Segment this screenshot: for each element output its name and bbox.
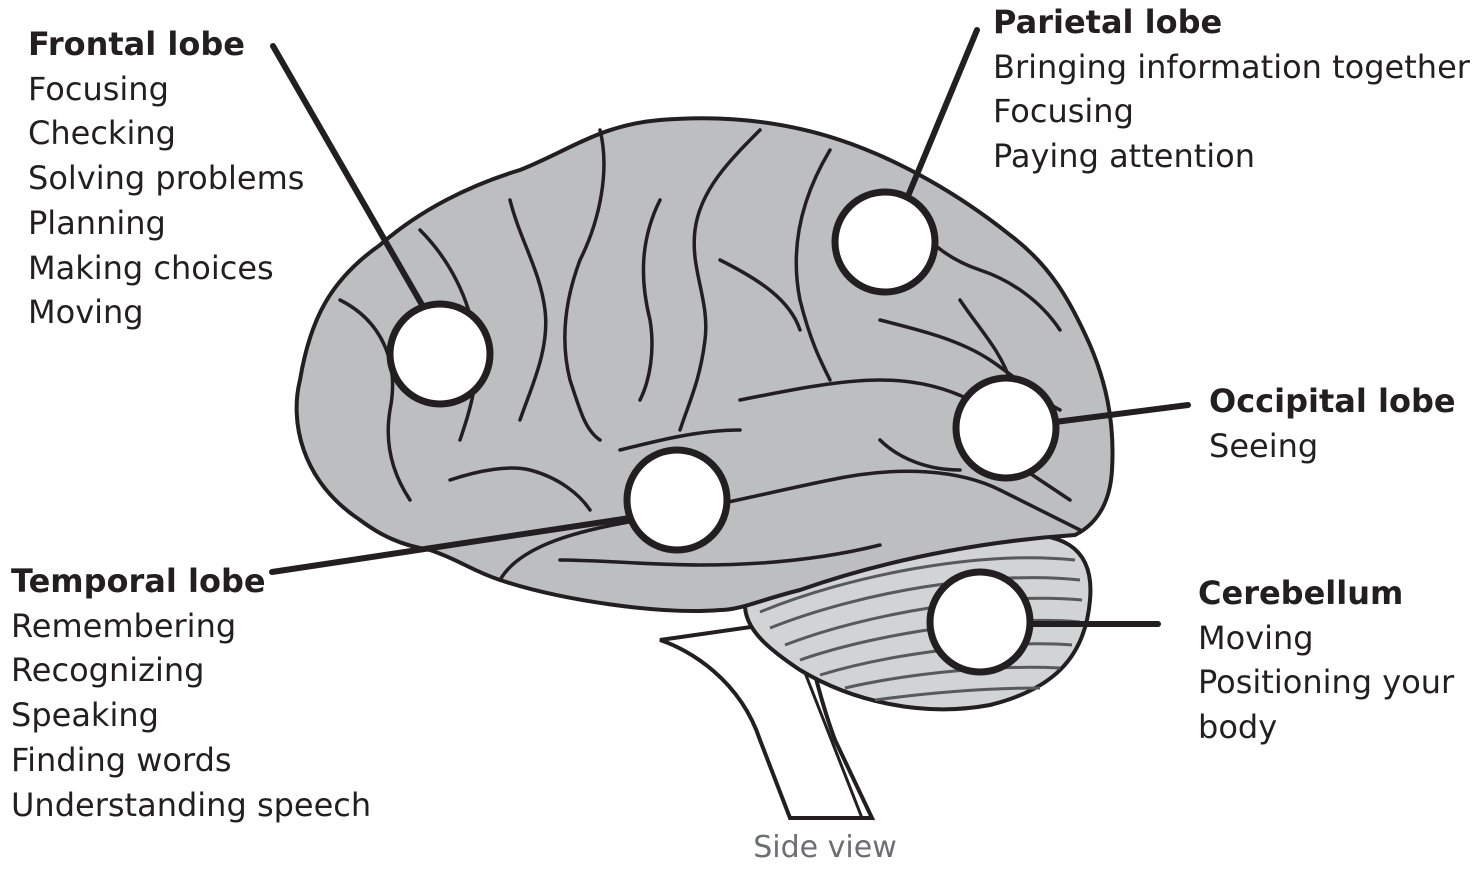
temporal-function: Remembering	[11, 604, 371, 649]
cerebellum-callout-circle	[930, 572, 1030, 672]
cerebellum-function: Moving	[1198, 616, 1454, 661]
occipital-lobe-label: Occipital lobe Seeing	[1209, 379, 1456, 468]
frontal-lobe-label: Frontal lobe Focusing Checking Solving p…	[28, 22, 304, 335]
parietal-callout-circle	[835, 192, 935, 292]
parietal-lobe-label: Parietal lobe Bringing information toget…	[993, 0, 1470, 179]
temporal-function: Finding words	[11, 738, 371, 783]
parietal-function: Paying attention	[993, 134, 1470, 179]
occipital-function: Seeing	[1209, 424, 1456, 469]
frontal-function: Checking	[28, 111, 304, 156]
diagram-caption: Side view	[0, 830, 1481, 865]
temporal-function: Understanding speech	[11, 783, 371, 828]
occipital-lobe-title: Occipital lobe	[1209, 379, 1456, 424]
cerebellum-function: Positioning your	[1198, 660, 1454, 705]
frontal-callout-circle	[390, 304, 490, 404]
frontal-function: Solving problems	[28, 156, 304, 201]
parietal-lobe-title: Parietal lobe	[993, 0, 1470, 45]
parietal-leader-line	[908, 30, 977, 196]
cerebellum-label: Cerebellum Moving Positioning your body	[1198, 571, 1454, 750]
temporal-function: Recognizing	[11, 648, 371, 693]
temporal-callout-circle	[627, 450, 727, 550]
temporal-function: Speaking	[11, 693, 371, 738]
frontal-function: Moving	[28, 290, 304, 335]
occipital-callout-circle	[956, 378, 1056, 478]
frontal-function: Planning	[28, 201, 304, 246]
frontal-lobe-title: Frontal lobe	[28, 22, 304, 67]
parietal-function: Bringing information together	[993, 45, 1470, 90]
temporal-lobe-title: Temporal lobe	[11, 559, 371, 604]
cerebellum-title: Cerebellum	[1198, 571, 1454, 616]
frontal-function: Making choices	[28, 246, 304, 291]
parietal-function: Focusing	[993, 89, 1470, 134]
cerebellum-function: body	[1198, 705, 1454, 750]
temporal-lobe-label: Temporal lobe Remembering Recognizing Sp…	[11, 559, 371, 827]
frontal-function: Focusing	[28, 67, 304, 112]
